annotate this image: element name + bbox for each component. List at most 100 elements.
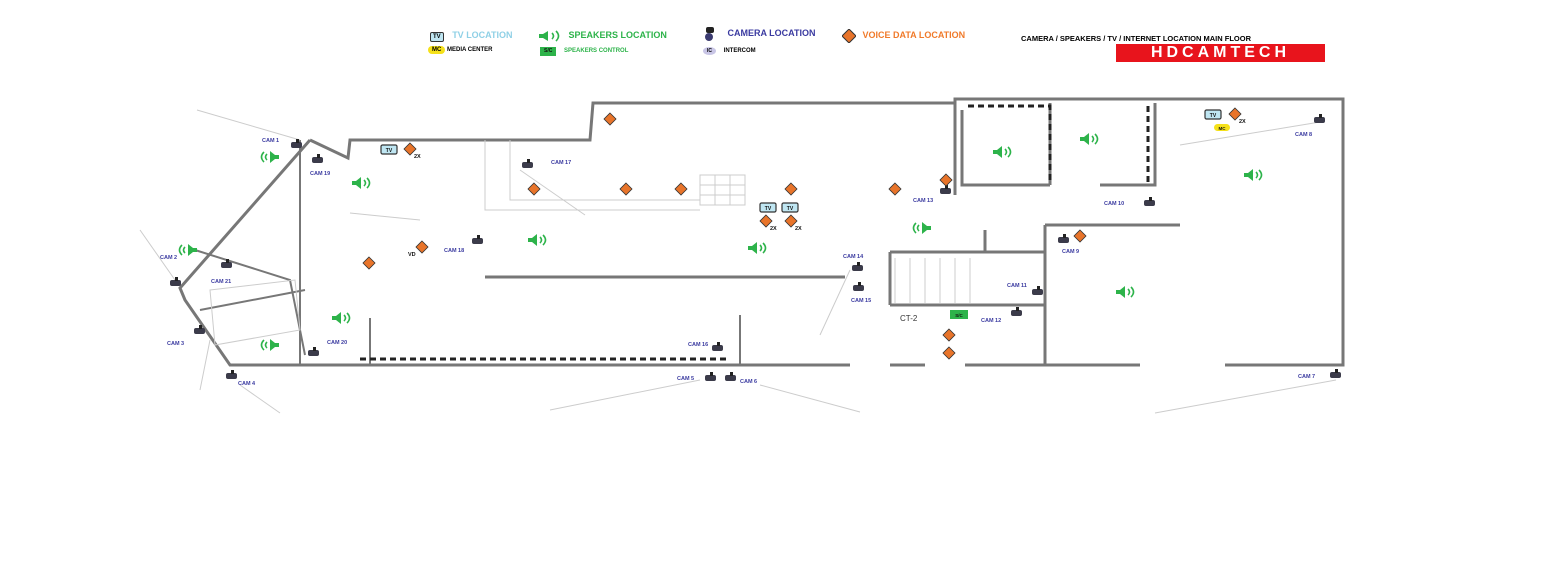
- media-center-icon: [1214, 124, 1230, 131]
- multiplier-label: 2X: [795, 226, 802, 232]
- legend-speakers: SPEAKERS LOCATION: [538, 30, 667, 42]
- camera-label: CAM 14: [843, 254, 864, 260]
- voice-data-icon: [939, 173, 953, 187]
- camera-2: [170, 277, 181, 286]
- voice-data-icon: [619, 182, 633, 196]
- camera-icon: [1032, 289, 1043, 295]
- camera-icon: [308, 350, 319, 356]
- camera-label: CAM 19: [310, 171, 330, 177]
- camera-icon: [705, 375, 716, 381]
- legend-media-center-label: MEDIA CENTER: [447, 47, 493, 53]
- speaker-icon: [539, 30, 560, 42]
- camera-label: CAM 16: [688, 342, 708, 348]
- camera-16: [712, 342, 723, 351]
- voice-data-icon: [362, 256, 376, 270]
- camera-label: CAM 6: [740, 379, 757, 385]
- mc-badge-icon: MC: [428, 46, 446, 54]
- vd-label: VD: [408, 252, 416, 258]
- legend-camera-label: CAMERA LOCATION: [727, 28, 816, 39]
- speaker-icon: [260, 151, 279, 163]
- camera-5: [705, 372, 716, 381]
- camera-20: [308, 347, 319, 356]
- camera-18: [472, 235, 483, 244]
- legend-intercom-label: INTERCOM: [723, 48, 756, 54]
- speaker-icon: [332, 312, 351, 324]
- camera-4: [226, 370, 237, 379]
- camera-icon: [940, 188, 951, 194]
- camera-3: [194, 325, 205, 334]
- camera-15: [853, 282, 864, 291]
- camera-icon: [1144, 200, 1155, 206]
- legend-speakers-control-label: SPEAKERS CONTROL: [564, 48, 629, 54]
- camera-label: CAM 11: [1007, 283, 1027, 289]
- camera-7: [1330, 369, 1341, 378]
- legend-camera: CAMERA LOCATION: [703, 26, 816, 42]
- voice-data-icon: [603, 112, 617, 126]
- speaker-icon: [178, 244, 197, 256]
- camera-21: [221, 259, 232, 268]
- legend-speakers-control: S/C SPEAKERS CONTROL: [540, 47, 628, 56]
- speaker-icon: [1244, 169, 1263, 181]
- legend-tv-label: TV LOCATION: [452, 30, 513, 40]
- speakers-control-icon: [950, 310, 968, 319]
- legend-media-center: MC MEDIA CENTER: [428, 46, 492, 54]
- speaker-icon: [912, 222, 931, 234]
- camera-label: CAM 15: [851, 298, 871, 304]
- tv-label: TV: [1210, 113, 1217, 119]
- speaker-icon: [1116, 286, 1135, 298]
- camera-1: [291, 139, 302, 148]
- camera-icon: [712, 345, 723, 351]
- voice-data-icon: [403, 142, 417, 156]
- camera-label: CAM 2: [160, 255, 177, 261]
- camera-label: CAM 3: [167, 341, 184, 347]
- camera-icon: [1330, 372, 1341, 378]
- camera-14: [852, 262, 863, 271]
- voice-data-icon: [784, 214, 798, 228]
- voice-data-icon: [415, 240, 429, 254]
- camera-icon: [221, 262, 232, 268]
- voice-data-icon: [759, 214, 773, 228]
- speaker-icon: [260, 339, 279, 351]
- tv-icon: [759, 202, 777, 213]
- camera-label: CAM 1: [262, 138, 279, 144]
- voice-data-icon: [674, 182, 688, 196]
- camera-icon: [1058, 237, 1069, 243]
- camera-8: [1314, 114, 1325, 123]
- camera-label: CAM 5: [677, 376, 694, 382]
- speaker-icon: [1080, 133, 1099, 145]
- camera-icon: [522, 162, 533, 168]
- stair-grid: [209, 140, 971, 346]
- camera-label: CAM 20: [327, 340, 347, 346]
- camera-label: CAM 13: [913, 198, 933, 204]
- legend-speakers-label: SPEAKERS LOCATION: [568, 30, 667, 41]
- hdcamtech-logo: HDCAMTECH: [1116, 44, 1325, 62]
- tv-icon: [1204, 109, 1222, 120]
- camera-13: [940, 185, 951, 194]
- walls: [178, 97, 1345, 367]
- speaker-icon: [528, 234, 547, 246]
- camera-icon: [1314, 117, 1325, 123]
- tv-badge-icon: TV: [430, 32, 444, 42]
- legend-intercom: IC INTERCOM: [703, 47, 756, 55]
- page-title: CAMERA / SPEAKERS / TV / INTERNET LOCATI…: [1021, 34, 1252, 43]
- voice-data-icon: [784, 182, 798, 196]
- camera-icon: [472, 238, 483, 244]
- speaker-icon: [748, 242, 767, 254]
- multiplier-label: 2X: [1239, 119, 1246, 125]
- camera-icon: [1011, 310, 1022, 316]
- camera-icon: [291, 142, 302, 148]
- tv-label: TV: [787, 206, 794, 212]
- camera-icon: [853, 285, 864, 291]
- multiplier-label: 2X: [414, 154, 421, 160]
- camera-label: CAM 7: [1298, 374, 1315, 380]
- speakers-control-label: S/C: [955, 313, 963, 318]
- camera-label: CAM 18: [444, 248, 464, 254]
- sc-badge-icon: S/C: [540, 47, 557, 56]
- camera-label: CAM 8: [1295, 132, 1312, 138]
- camera-icon: [705, 27, 714, 41]
- voice-data-icon: [888, 182, 902, 196]
- camera-icon: [852, 265, 863, 271]
- tv-icon: [380, 144, 398, 155]
- camera-12: [1011, 307, 1022, 316]
